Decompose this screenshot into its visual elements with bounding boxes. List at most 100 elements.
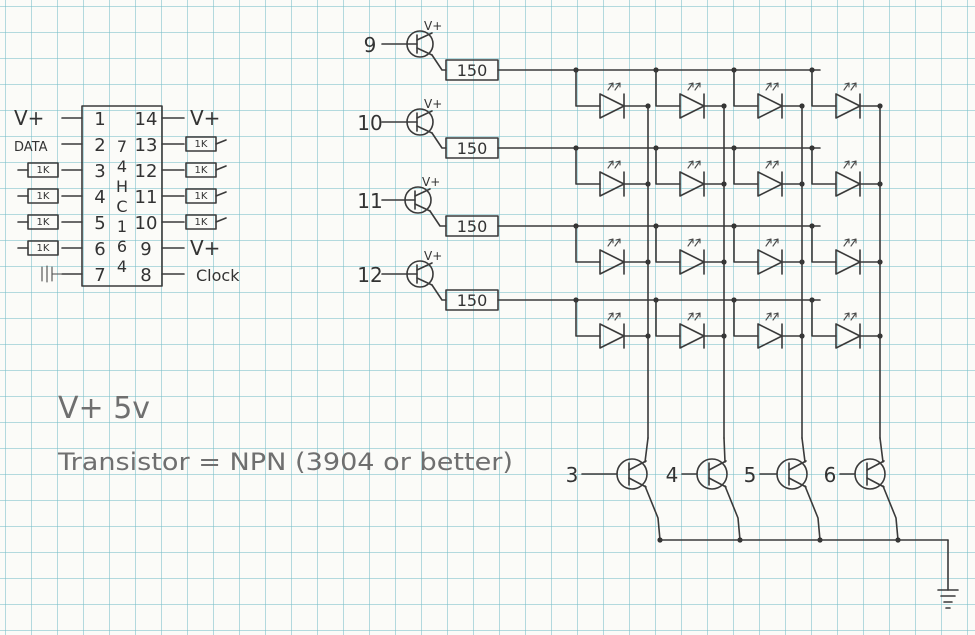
ic-resistor: 1K <box>185 162 217 178</box>
ic-pin-number: 12 <box>135 161 158 182</box>
led-icon <box>835 238 861 275</box>
transistor-collector <box>416 262 433 271</box>
led-icon <box>835 82 861 119</box>
column-driver-4: 4 <box>666 437 743 543</box>
led-arrow-icon <box>772 238 779 247</box>
led-anode-lead <box>655 299 681 337</box>
resistor-label: 1K <box>37 165 50 176</box>
emitter-lead <box>431 54 447 71</box>
row-driver-10: 10V+150 <box>357 97 821 159</box>
led-anode-lead <box>811 225 837 263</box>
led-triangle <box>599 323 625 349</box>
led-anode-lead <box>811 147 837 185</box>
led-anode-lead <box>575 147 601 185</box>
led-arrow-icon <box>694 238 701 247</box>
ic-pin-label: V+ <box>190 236 220 260</box>
led-anode-lead <box>655 69 681 107</box>
transistor-note: Transistor = NPN (3904 or better) <box>57 448 513 476</box>
led-triangle <box>679 323 705 349</box>
ic-part-char: 4 <box>117 257 127 276</box>
matrix-cell <box>731 145 805 197</box>
transistor-emitter <box>416 47 433 56</box>
led-arrow-icon <box>614 238 621 247</box>
ic-pin-label: V+ <box>190 106 220 130</box>
ic-pin-number: 6 <box>94 239 105 260</box>
led-arrow-icon <box>772 312 779 321</box>
transistor-body <box>854 458 886 490</box>
matrix-cell <box>809 223 883 275</box>
ic-pin-number: 9 <box>140 239 151 260</box>
transistor-collector <box>414 188 431 197</box>
ic-pin-left-5: 51K <box>17 213 106 234</box>
led-triangle <box>599 249 625 275</box>
row-resistor: 150 <box>445 59 499 81</box>
ic-pin-right-9: 9 V+ <box>140 236 220 260</box>
led-triangle <box>757 323 783 349</box>
led-arrow-icon <box>694 82 701 91</box>
matrix-cell <box>573 223 651 275</box>
ic-pin-left-1: 1V+ <box>14 106 106 130</box>
transistor-body <box>404 186 432 214</box>
row-driver-12: 12V+150 <box>357 249 821 311</box>
transistor-emitter <box>628 477 647 488</box>
resistor-lead <box>215 191 227 197</box>
led-arrow-icon <box>850 312 857 321</box>
led-arrow-icon <box>614 160 621 169</box>
vplus-label: V+ <box>424 19 442 33</box>
transistor-body <box>776 458 808 490</box>
matrix-cell <box>809 67 883 119</box>
led-anode-lead <box>733 225 759 263</box>
ic-pin-left-6: 61K <box>17 239 106 260</box>
resistor-lead <box>215 139 227 145</box>
ic-pin-right-12: 12 1K <box>135 161 227 182</box>
transistor-emitter <box>416 125 433 134</box>
led-triangle <box>679 93 705 119</box>
ic-part-char: 7 <box>117 137 127 156</box>
ground-icon <box>937 589 959 609</box>
row-transistor <box>406 260 434 288</box>
transistor-collector <box>416 32 433 41</box>
led-anode-lead <box>733 69 759 107</box>
matrix-cell <box>653 297 727 349</box>
led-anode-lead <box>811 69 837 107</box>
ic-resistor: 1K <box>185 214 217 230</box>
column-pin-label: 5 <box>744 463 757 487</box>
resistor-label: 1K <box>195 217 208 228</box>
column-driver-6: 6 <box>824 437 901 543</box>
transistor-emitter <box>414 203 431 212</box>
led-arrow-icon <box>607 160 614 169</box>
led-icon <box>835 312 861 349</box>
collector-lead <box>644 437 649 463</box>
ic-pin-number: 3 <box>94 161 105 182</box>
led-icon <box>679 312 705 349</box>
led-triangle <box>679 171 705 197</box>
transistor-body <box>696 458 728 490</box>
row-resistor: 150 <box>445 289 499 311</box>
ic-pin-label: Clock <box>196 266 240 285</box>
ic-part-char: 1 <box>117 217 127 236</box>
row-pin-label: 11 <box>357 189 382 213</box>
column-driver-3: 3 <box>566 437 663 543</box>
matrix-cell <box>809 145 883 197</box>
ground-tick-icon <box>41 265 63 283</box>
transistor-collector <box>628 460 647 471</box>
transistor-body <box>406 30 434 58</box>
emitter-lead <box>431 284 447 301</box>
transistor-emitter <box>416 277 433 286</box>
emitter-lead <box>429 210 447 227</box>
emitter-lead <box>804 485 821 541</box>
ic-pin-number: 5 <box>94 213 105 234</box>
led-arrow-icon <box>765 160 772 169</box>
resistor-body <box>27 240 59 256</box>
led-icon <box>599 160 625 197</box>
column-pin-label: 3 <box>566 463 579 487</box>
ic-part-char: H <box>116 177 128 196</box>
row-resistor: 150 <box>445 215 499 237</box>
column-pin-label: 6 <box>824 463 837 487</box>
led-arrow-icon <box>607 238 614 247</box>
